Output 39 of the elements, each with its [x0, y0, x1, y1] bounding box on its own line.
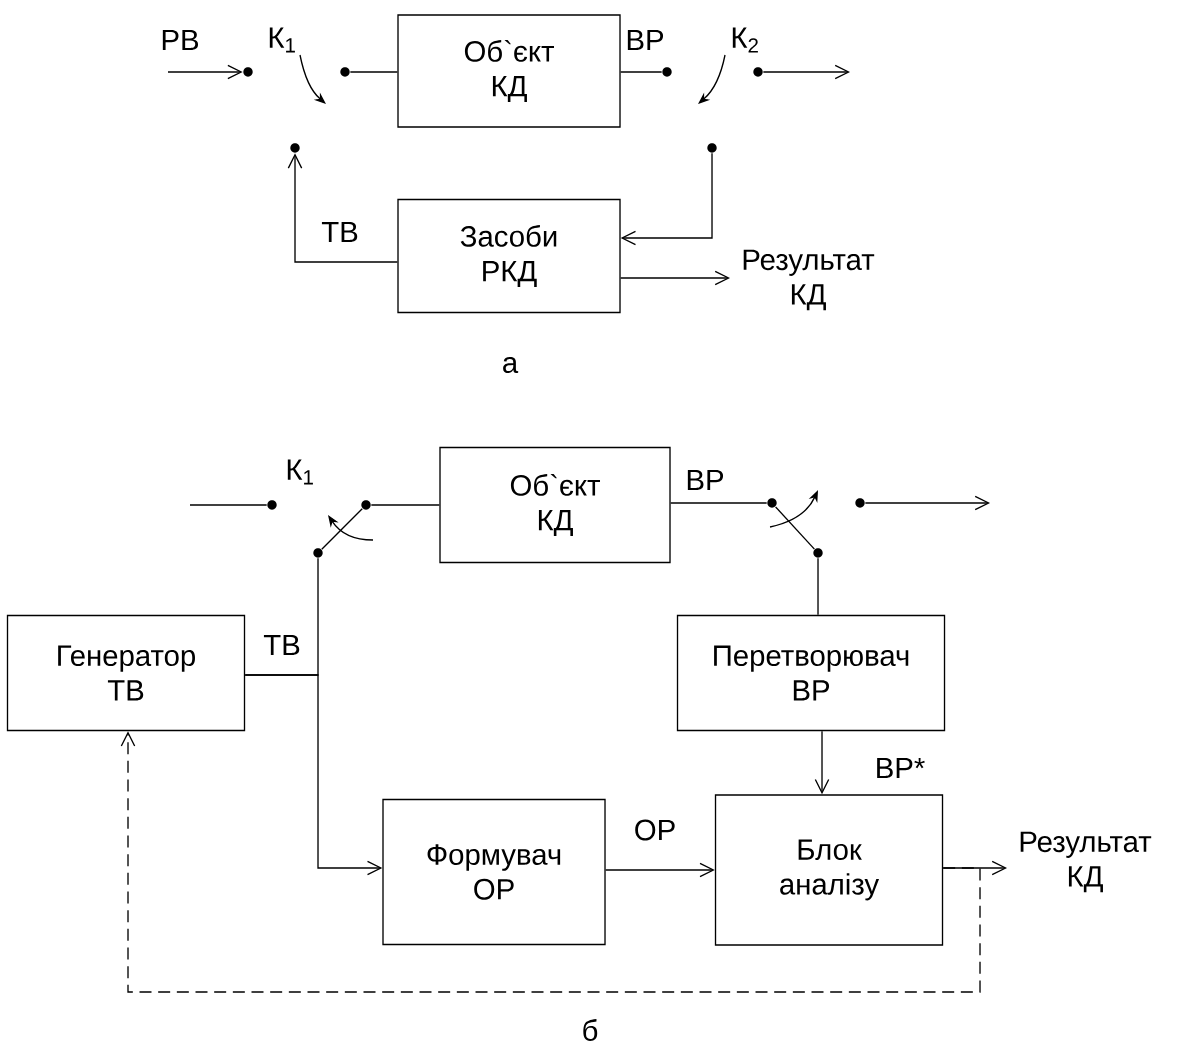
- connector-line: [370, 504, 440, 506]
- arrow: [605, 862, 715, 878]
- edge-label: ТВ: [321, 221, 358, 243]
- edge-label: ВР: [627, 29, 664, 51]
- edge-label: ВР*: [877, 757, 925, 779]
- arrow: [762, 64, 850, 80]
- block-box: Формувач ОР: [382, 798, 606, 946]
- connector-line: [670, 502, 768, 504]
- block-box: Об`єкт КД: [439, 446, 671, 564]
- arrow: [864, 495, 990, 511]
- edge-label: РВ: [162, 29, 199, 51]
- output-text: Результат КД: [743, 249, 875, 311]
- arrow: [287, 153, 398, 263]
- arrow: [120, 731, 981, 993]
- edge-label: ОР: [635, 819, 675, 841]
- connector-line: [774, 506, 816, 550]
- connector-line: [321, 508, 363, 550]
- arrow: [620, 152, 713, 246]
- caption-letter: б: [583, 1019, 598, 1041]
- arrow: [167, 64, 243, 80]
- block-box: Об`єкт КД: [397, 14, 621, 128]
- connector-line: [817, 557, 819, 616]
- arrow: [620, 270, 730, 286]
- arrow: [814, 730, 830, 795]
- connector-line: [189, 504, 268, 506]
- block-box: Перетворювач ВР: [676, 614, 946, 732]
- edge-label: ВР: [687, 469, 724, 491]
- output-text: Результат КД: [1020, 831, 1152, 893]
- switch-label: К$_{2}$: [732, 27, 758, 53]
- caption-letter: а: [503, 356, 519, 374]
- arrow: [244, 674, 383, 876]
- block-box: Генератор ТВ: [6, 614, 246, 732]
- switch-label: К$_{1}$: [269, 27, 295, 53]
- edge-label: ТВ: [263, 634, 300, 656]
- connector-line: [349, 71, 398, 73]
- connector-line: [620, 71, 663, 73]
- switch-label: К$_{1}$: [287, 459, 313, 485]
- block-box: Засоби РКД: [397, 198, 621, 314]
- block-box: Блок аналізу: [714, 794, 944, 946]
